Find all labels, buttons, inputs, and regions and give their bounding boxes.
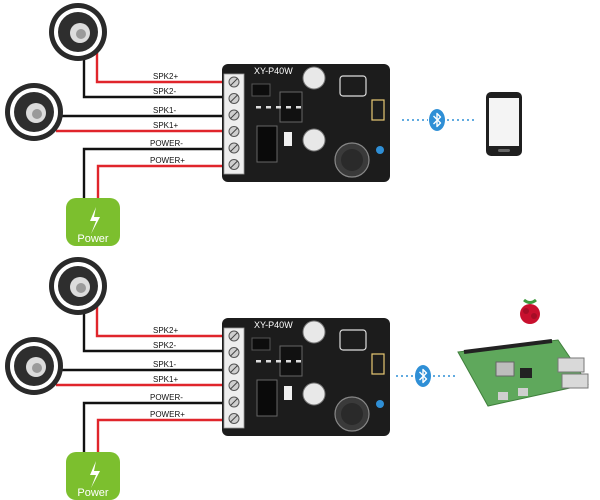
power-supply: Power [66,452,120,500]
power-box [66,452,120,500]
wire-label: POWER+ [150,156,185,165]
diagram-section-2: SPK2+ SPK2- SPK1- SPK1+ POWER- POWER+ Power XY-… [5,257,589,500]
gpio-header [463,339,553,354]
wire-label: SPK1- [153,360,176,369]
pad [266,360,271,363]
speaker-icon [5,337,63,395]
speaker-icon [49,257,107,315]
berry-seed [531,313,537,319]
pad [286,106,291,109]
status-led [376,400,384,408]
capacitor [302,128,326,152]
board-label: XY-P40W [254,66,293,76]
wire-label: POWER+ [150,410,185,419]
pad [286,360,291,363]
pad [276,360,281,363]
wire-power-minus [82,147,228,200]
inductor [256,379,278,417]
volume-knob-inner [341,403,363,425]
soc-chip [495,361,515,377]
antenna [371,99,385,121]
pad [266,106,271,109]
ram-chip [520,368,532,378]
speaker-center [76,283,86,293]
led-frame [339,329,367,351]
screw-slot [230,381,238,390]
capacitor [302,382,326,406]
bluetooth-icon [429,109,445,131]
screw-slot [230,94,238,103]
speaker-icon [49,3,107,61]
antenna [371,353,385,375]
wire-label: POWER- [150,393,183,402]
speaker-center [32,363,42,373]
power-label: Power [77,233,109,245]
amplifier-board: XY-P40W [222,64,390,182]
diagram-section-1: SPK2+ SPK2- SPK1- SPK1+ POWER- POWER+ Power XY-… [5,3,522,246]
speaker-center [76,29,86,39]
screw-slot [230,78,238,86]
speaker-center [32,109,42,119]
berry-leaves [523,298,537,304]
bluetooth-rune [433,112,442,128]
inductor [256,125,278,163]
phone-screen [489,98,519,146]
amplifier-board: XY-P40W [222,318,390,436]
pad [256,106,261,109]
phone-button [498,149,510,152]
wire-power-minus [82,401,228,454]
screw-slot [230,144,238,152]
screw-slot [230,111,238,119]
hdmi-port [498,392,508,400]
smd-component [284,132,292,146]
screw-slot [230,365,238,373]
pad [276,106,281,109]
wire-label: SPK2+ [153,72,178,81]
pad [296,106,301,109]
screw-slot [230,348,238,357]
pad [296,360,301,363]
chip [251,83,271,97]
wire-label: POWER- [150,139,183,148]
smd-component [284,386,292,400]
berry-seed [523,308,529,314]
smartphone-icon [486,92,522,156]
bluetooth-rune [419,368,428,384]
led-frame [339,75,367,97]
wire-label: SPK2+ [153,326,178,335]
berry-body [520,304,540,324]
pad [256,360,261,363]
screw-slot [230,127,238,136]
volume-knob-inner [341,149,363,171]
board-label: XY-P40W [254,320,293,330]
power-label: Power [77,487,109,499]
status-led [376,146,384,154]
usb-port [557,357,585,373]
ethernet-port [561,373,589,389]
wire-power-plus [96,164,228,200]
wire-label: SPK1- [153,106,176,115]
raspberry-pi-board-icon [457,298,589,407]
wire-label: SPK1+ [153,375,178,384]
lightning-icon [90,207,100,234]
screw-slot [230,332,238,340]
hdmi-port [518,388,528,396]
screw-slot [230,414,238,423]
power-supply: Power [66,198,120,246]
wire-label: SPK2- [153,87,176,96]
wire-label: SPK1+ [153,121,178,130]
wire-label: SPK2- [153,341,176,350]
speaker-icon [5,83,63,141]
lightning-icon [90,461,100,488]
power-box [66,198,120,246]
chip [251,337,271,351]
bluetooth-icon [415,365,431,387]
screw-slot [230,398,238,406]
screw-slot [230,160,238,169]
capacitor [302,66,326,90]
wire-power-plus [96,418,228,454]
capacitor [302,320,326,344]
